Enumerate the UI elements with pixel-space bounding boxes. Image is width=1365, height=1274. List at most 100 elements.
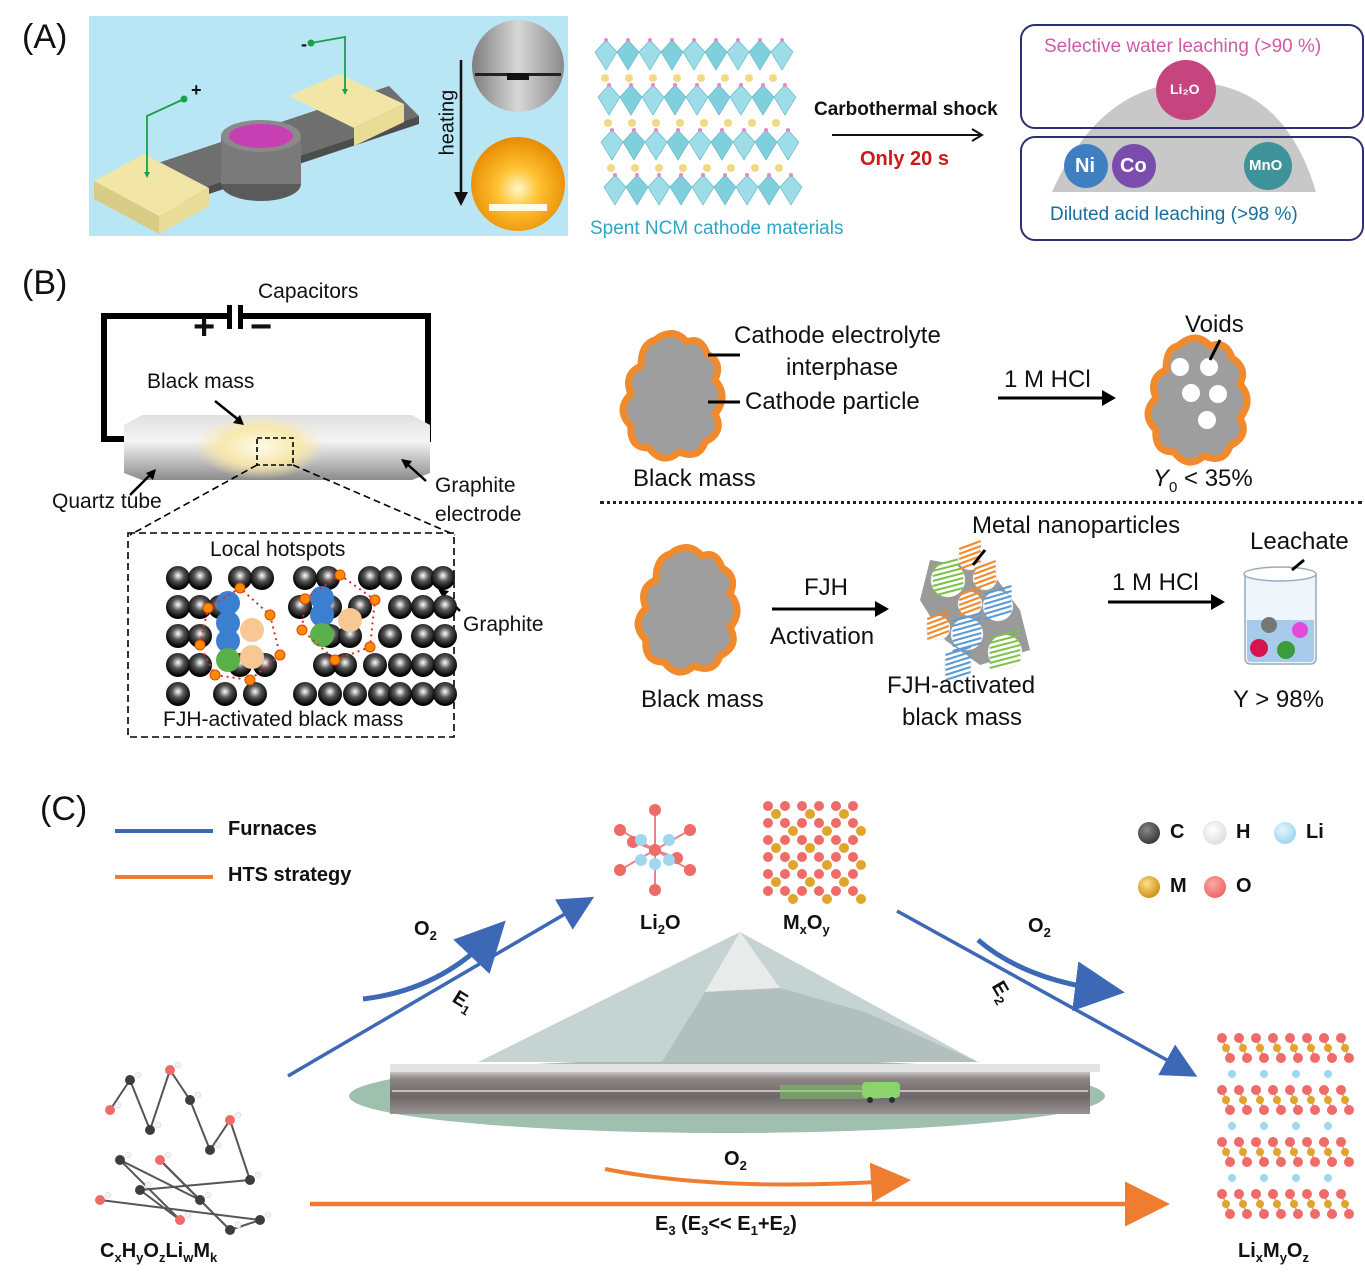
black-mass-tube-label: Black mass (147, 370, 255, 393)
leaching-illustration (1020, 24, 1364, 241)
octahedron (682, 39, 706, 71)
lithium-atom (673, 74, 681, 82)
graphite-particle (250, 566, 274, 590)
bond (149, 1069, 171, 1131)
metal-atom (1256, 1044, 1264, 1052)
metal-nanoparticles (925, 540, 1023, 680)
octahedron (707, 84, 731, 116)
graphite-particle (228, 566, 252, 590)
atom-label-m: M (1170, 875, 1187, 897)
graphite-particle (188, 653, 212, 677)
atom (185, 1095, 195, 1105)
lithium-atom (703, 164, 711, 172)
metal-atom (1307, 1148, 1315, 1156)
graphite-electrode-label-line2: electrode (435, 503, 522, 526)
flash-heating-device-figure: + - heating (89, 16, 568, 236)
graphite-particle (378, 624, 402, 648)
oxygen-atom (1217, 1189, 1227, 1199)
bond (119, 1159, 201, 1201)
hotspot (209, 669, 221, 681)
nanoparticle-hatch (984, 605, 1012, 615)
oxygen-atom (614, 864, 626, 876)
oxygen-atom (831, 869, 841, 879)
oxygen-atom (695, 83, 699, 87)
formula-part: C (100, 1240, 115, 1262)
oxygen-atom (763, 886, 773, 896)
lithium-atom (724, 119, 732, 127)
metal-atom (856, 860, 866, 870)
nanoparticle-hatch (989, 634, 1021, 644)
fjh-leaching-diagram (634, 540, 1317, 680)
nanoparticle-hatch (989, 654, 1021, 664)
cei-label-line1: Cathode electrolyte (734, 322, 941, 349)
energy-pathway-diagram (95, 801, 1354, 1235)
right-electrode (289, 74, 404, 146)
oxygen-atom (736, 38, 740, 42)
oxygen-atom (1251, 1033, 1261, 1043)
atom (225, 1225, 235, 1235)
octahedron (663, 84, 687, 116)
hotspot (194, 639, 206, 651)
oxygen-atom (1268, 1085, 1278, 1095)
metal-atom (839, 809, 849, 819)
octahedron (685, 84, 709, 116)
hydrogen-atom (134, 1071, 142, 1079)
oxygen-atom (676, 128, 680, 132)
voids-label: Voids (1185, 311, 1244, 338)
car-motion-trail (780, 1085, 880, 1099)
nanoparticle-hatch (945, 646, 971, 656)
fjh-label: FJH (804, 574, 848, 601)
oxygen-atom (780, 38, 784, 42)
hotspot (329, 654, 341, 666)
octahedron (691, 174, 715, 206)
oxygen-atom (1302, 1137, 1312, 1147)
oxygen-atom (651, 83, 655, 87)
atom (245, 1175, 255, 1185)
oxygen-atom (1234, 1137, 1244, 1147)
leached-particle-with-voids (1144, 334, 1251, 466)
octahedron (704, 39, 728, 71)
oxygen-atom (1225, 1209, 1235, 1219)
oxygen-atom (1302, 1033, 1312, 1043)
graphite-particle (188, 566, 212, 590)
hydrogen-atom (104, 1191, 112, 1199)
octahedron (666, 129, 690, 161)
octahedron (713, 174, 737, 206)
oxygen-atom (607, 83, 611, 87)
nanoparticle-hatch (932, 567, 964, 577)
nanoparticle-hatch (973, 565, 997, 575)
octahedron (751, 84, 775, 116)
hydrogen-atom (164, 1151, 172, 1159)
oxygen-atom (763, 869, 773, 879)
activation-label: Activation (770, 623, 875, 650)
oxygen-atom (814, 886, 824, 896)
o2-label-bottom: O2 (724, 1148, 747, 1173)
metal-atom (1290, 1200, 1298, 1208)
quartz-tube-label: Quartz tube (52, 490, 162, 513)
o2-curve-bottom (604, 1162, 911, 1203)
atom (145, 1125, 155, 1135)
panel-b-label: (B) (22, 264, 68, 302)
metal-atom (839, 877, 849, 887)
oxygen-atom (1344, 1157, 1354, 1167)
nanoparticle-hatch (984, 610, 1012, 620)
graphite-particle (166, 653, 190, 677)
mxoy-y: y (822, 922, 830, 937)
capacitor-plus-sign: + (193, 306, 216, 348)
bond (119, 1159, 181, 1221)
oxygen-atom (1285, 1085, 1295, 1095)
nanoparticle-hatch (989, 659, 1021, 669)
co-sphere (1112, 144, 1156, 188)
lithium-atom (700, 119, 708, 127)
e3-label: E3 (E3<< E1+E2) (655, 1213, 797, 1238)
cathode-particle-label: Cathode particle (745, 388, 920, 415)
oxygen-atom (763, 818, 773, 828)
metal-atom (1273, 1044, 1281, 1052)
oxygen-atom (780, 835, 790, 845)
device-plus-sign: + (191, 80, 202, 100)
metal-atom (1341, 1148, 1349, 1156)
e3-part: (E (675, 1213, 702, 1235)
graphite-particle (411, 595, 435, 619)
oxygen-atom (613, 173, 617, 177)
e3-part: 3 (701, 1223, 709, 1238)
